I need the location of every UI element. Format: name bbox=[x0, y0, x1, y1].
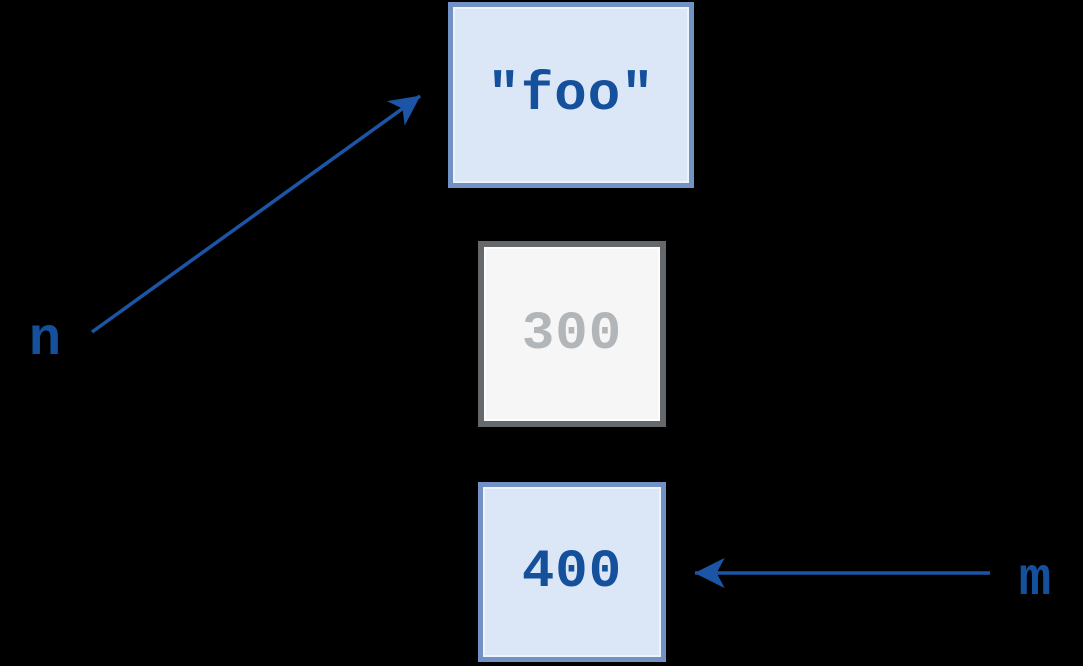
object-value-foo: "foo" bbox=[487, 64, 655, 126]
object-value-300: 300 bbox=[521, 303, 623, 365]
arrow-n-to-foo bbox=[90, 94, 422, 334]
object-box-400: 400 bbox=[478, 482, 666, 662]
object-value-400: 400 bbox=[521, 541, 623, 603]
object-box-300: 300 bbox=[478, 241, 666, 427]
variable-label-m: m bbox=[1018, 550, 1052, 611]
object-box-foo: "foo" bbox=[448, 2, 694, 188]
variable-label-n: n bbox=[28, 310, 62, 371]
